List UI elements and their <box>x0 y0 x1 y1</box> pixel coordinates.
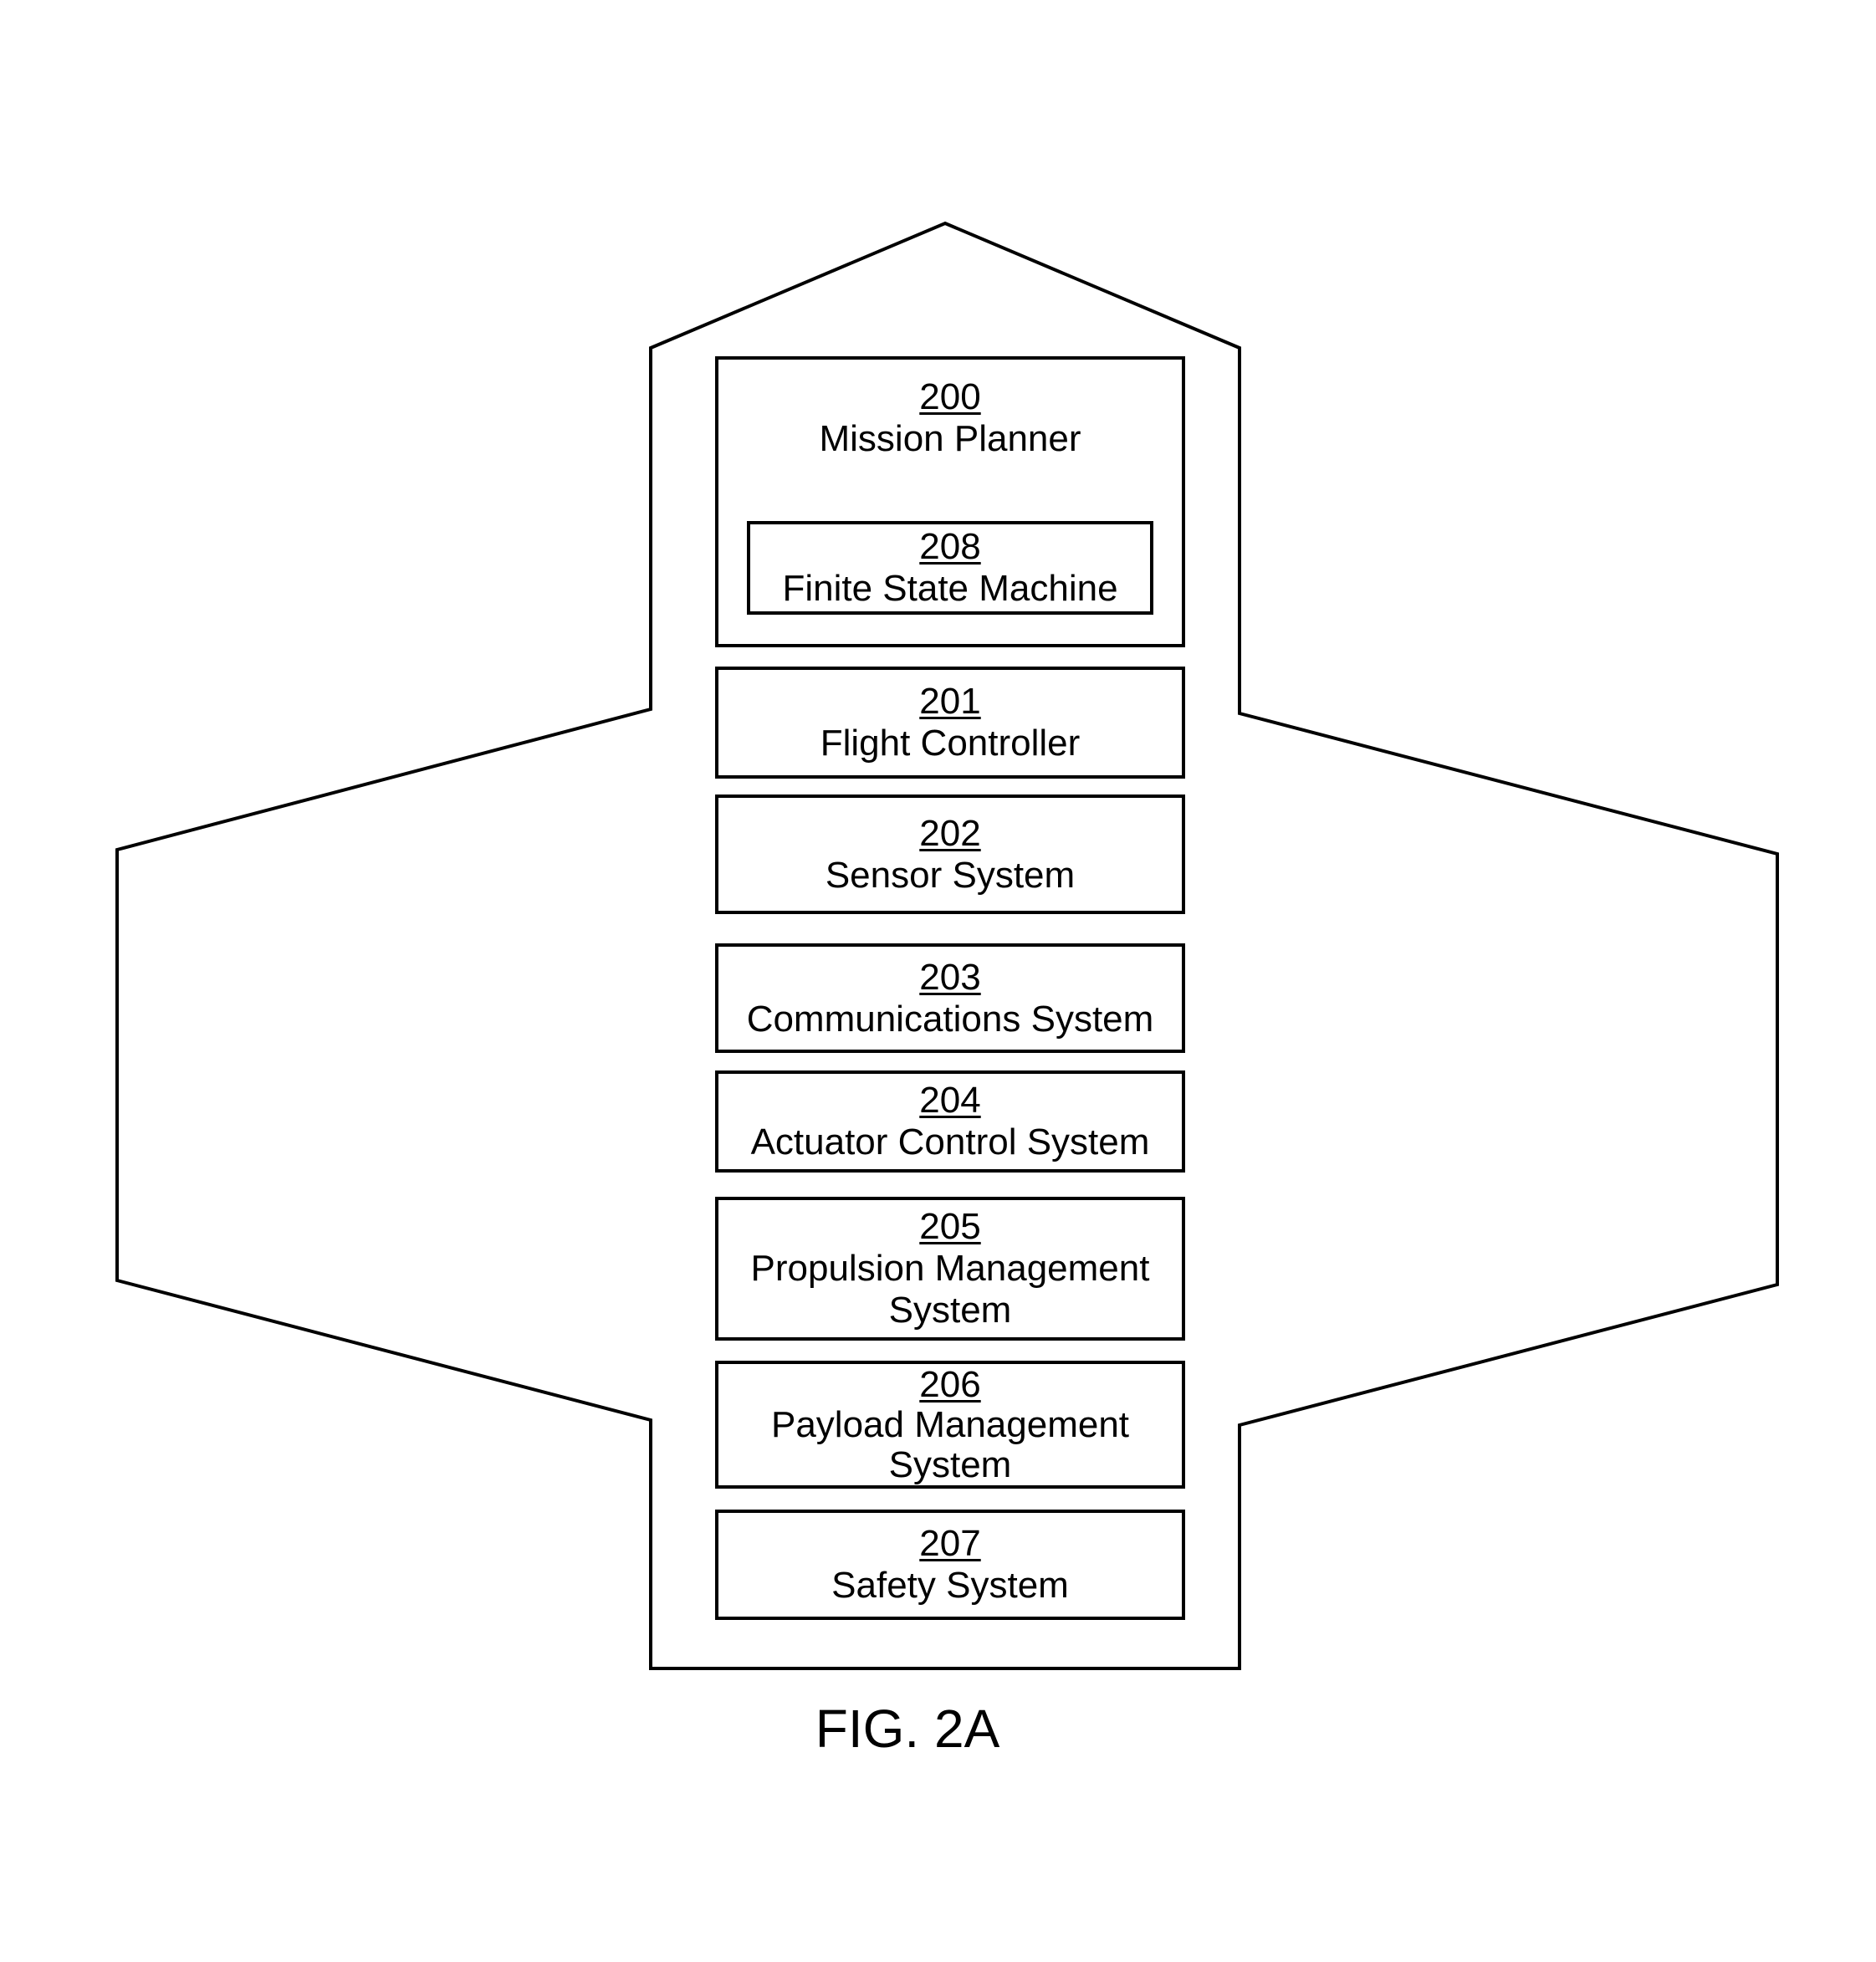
component-label: Communications System <box>747 999 1154 1040</box>
finite-state-machine-box: 208 Finite State Machine <box>747 521 1153 615</box>
component-number: 205 <box>919 1206 980 1248</box>
actuator-control-system-box: 204 Actuator Control System <box>715 1070 1185 1173</box>
component-label: Actuator Control System <box>751 1122 1150 1163</box>
component-label: Mission Planner <box>819 418 1081 460</box>
component-label: Propulsion Management System <box>749 1248 1151 1331</box>
communications-system-box: 203 Communications System <box>715 943 1185 1053</box>
component-number: 207 <box>919 1523 980 1565</box>
component-number: 203 <box>919 957 980 999</box>
figure-caption: FIG. 2A <box>753 1699 1062 1758</box>
propulsion-management-system-box: 205 Propulsion Management System <box>715 1197 1185 1341</box>
safety-system-box: 207 Safety System <box>715 1510 1185 1620</box>
component-label: Payload Management System <box>749 1405 1151 1485</box>
flight-controller-box: 201 Flight Controller <box>715 667 1185 779</box>
component-label: Finite State Machine <box>782 568 1117 610</box>
component-label: Flight Controller <box>820 723 1081 764</box>
component-label: Safety System <box>831 1565 1069 1607</box>
component-number: 204 <box>919 1080 980 1122</box>
component-number: 200 <box>919 376 980 418</box>
component-number: 208 <box>919 526 980 568</box>
component-number: 202 <box>919 813 980 855</box>
component-number: 206 <box>919 1365 980 1405</box>
component-label: Sensor System <box>826 855 1075 897</box>
component-number: 201 <box>919 681 980 723</box>
payload-management-system-box: 206 Payload Management System <box>715 1361 1185 1489</box>
sensor-system-box: 202 Sensor System <box>715 795 1185 914</box>
